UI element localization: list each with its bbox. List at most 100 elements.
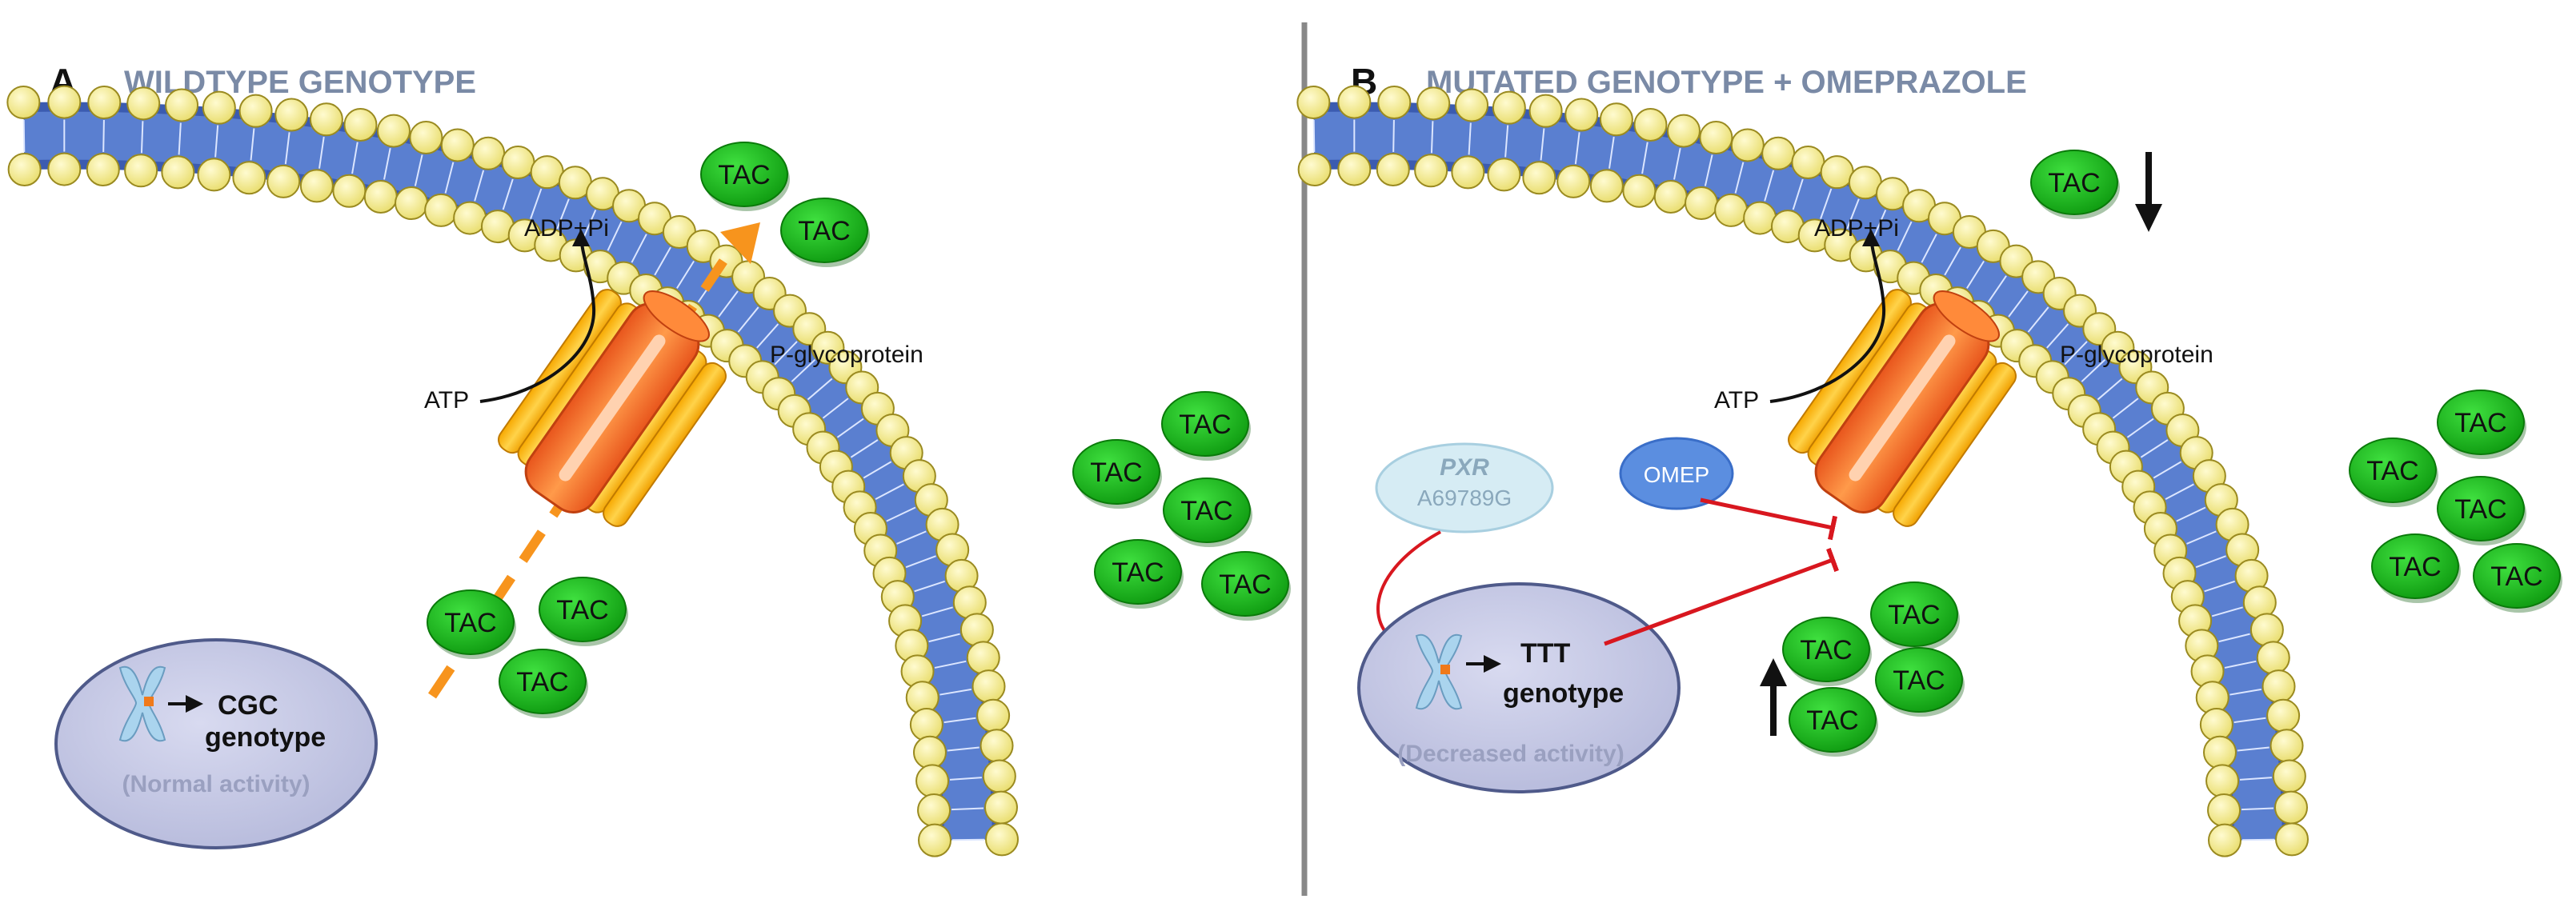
lipid-head	[918, 823, 952, 857]
lipid-head	[47, 85, 82, 119]
lipid-head	[2272, 759, 2306, 793]
lipid-tail	[2233, 717, 2266, 724]
lipid-tail	[2176, 506, 2206, 522]
lipid-head	[1730, 128, 1765, 162]
lipid-head	[1487, 158, 1521, 192]
lipid-tail	[502, 178, 514, 210]
lipid-head	[959, 613, 994, 647]
lipid-tail	[1641, 142, 1649, 174]
lipid-head	[1564, 98, 1599, 132]
lipid-head	[917, 793, 951, 827]
cell-membrane-a	[6, 85, 1019, 857]
lipid-tail	[530, 188, 543, 219]
atp-adp-arrow-b	[1769, 229, 1886, 403]
activity-label: (Normal activity)	[122, 771, 310, 797]
lipid-head	[972, 669, 1006, 704]
lipid-head	[1297, 152, 1332, 186]
panel-b-title: MUTATED GENOTYPE + OMEPRAZOLE	[1426, 65, 2027, 100]
lipid-head	[1416, 86, 1451, 121]
lipid-tail	[921, 606, 953, 617]
panel-a: A WILDTYPE GENOTYPE ATP ADP+Pi P-glycopr…	[6, 61, 1291, 857]
lipid-head	[1377, 86, 1412, 120]
lipid-head	[274, 98, 309, 132]
genotype-line2: genotype	[205, 722, 326, 753]
lipid-tail	[1820, 188, 1833, 219]
lipid-head	[343, 107, 378, 142]
tac-label: TAC	[1219, 569, 1271, 600]
lipid-tail	[836, 418, 864, 438]
pxr-node: PXR A69789G	[1375, 442, 1554, 533]
lipid-head	[2262, 669, 2296, 704]
panel-b: B MUTATED GENOTYPE + OMEPRAZOLE ATP ADP+…	[1296, 61, 2562, 857]
lipid-head	[409, 121, 443, 155]
tac-label: TAC	[2454, 494, 2506, 525]
lipid-tail	[676, 260, 695, 289]
lipid-head	[1337, 152, 1372, 186]
lipid-head	[980, 729, 1014, 763]
nucleus-b: TTT genotype (Decreased activity)	[1357, 582, 1681, 793]
lipid-tail	[2027, 306, 2049, 333]
pump-top	[1933, 290, 2000, 342]
pxr-variant: A69789G	[1417, 485, 1512, 510]
lipid-tail	[1673, 147, 1681, 180]
lipid-tail	[1987, 275, 2007, 303]
pump-helix	[1893, 362, 2017, 527]
lipid-tail	[886, 506, 916, 522]
lipid-head	[1528, 94, 1563, 128]
lipid-head	[1492, 90, 1526, 125]
lipid-head	[2199, 708, 2233, 742]
lipid-head	[471, 136, 506, 170]
lipid-tail	[2195, 555, 2226, 569]
lipid-head	[332, 174, 367, 208]
tac-label: TAC	[444, 608, 496, 638]
lipid-head	[2274, 790, 2308, 825]
tac-label: TAC	[516, 667, 568, 697]
lipid-tail	[2165, 483, 2194, 501]
lipid-tail	[556, 198, 570, 230]
tac-label: TAC	[798, 216, 850, 246]
lipid-tail	[2239, 777, 2272, 781]
lipid-head	[266, 164, 301, 198]
lipid-head	[86, 152, 120, 186]
lipid-head	[309, 102, 343, 137]
lipid-tail	[2218, 633, 2250, 643]
lipid-tail	[2140, 439, 2169, 458]
tac-molecule: TAC	[1875, 647, 1965, 717]
lipid-head	[202, 90, 236, 125]
lipid-tail	[2126, 418, 2154, 438]
lipid-head	[2208, 823, 2242, 857]
lipid-head	[2207, 793, 2241, 827]
lipid-head	[6, 86, 41, 120]
tac-label: TAC	[1180, 496, 1232, 526]
lipid-head	[2270, 729, 2304, 763]
lipid-head	[1296, 86, 1331, 120]
lipid-head	[530, 155, 564, 190]
lipid-tail	[850, 439, 879, 458]
lipid-head	[395, 186, 429, 221]
tac-label: TAC	[2490, 561, 2542, 592]
lipid-head	[976, 698, 1011, 733]
tac-molecule: TAC	[2437, 390, 2526, 459]
lipid-head	[1556, 164, 1591, 198]
lipid-tail	[250, 128, 255, 161]
lipid-tail	[2046, 323, 2069, 349]
lipid-tail	[939, 688, 972, 696]
tac-molecule: TAC	[499, 649, 588, 718]
lipid-tail	[2008, 290, 2029, 318]
lipid-head	[299, 169, 334, 203]
pump-helix	[603, 362, 727, 527]
lipid-tail	[1504, 125, 1509, 158]
lipid-head	[7, 152, 42, 186]
lipid-head	[1522, 161, 1556, 195]
lipid-tail	[791, 359, 816, 382]
cell-membrane-b	[1296, 85, 2309, 857]
lipid-tail	[914, 580, 945, 593]
lipid-head	[1791, 146, 1825, 180]
tac-molecule: TAC	[539, 577, 628, 646]
lipid-head	[161, 155, 195, 190]
p-glycoprotein-label-b: P-glycoprotein	[2060, 342, 2213, 368]
tac-molecule: TAC	[427, 589, 516, 659]
lipid-head	[238, 94, 273, 128]
